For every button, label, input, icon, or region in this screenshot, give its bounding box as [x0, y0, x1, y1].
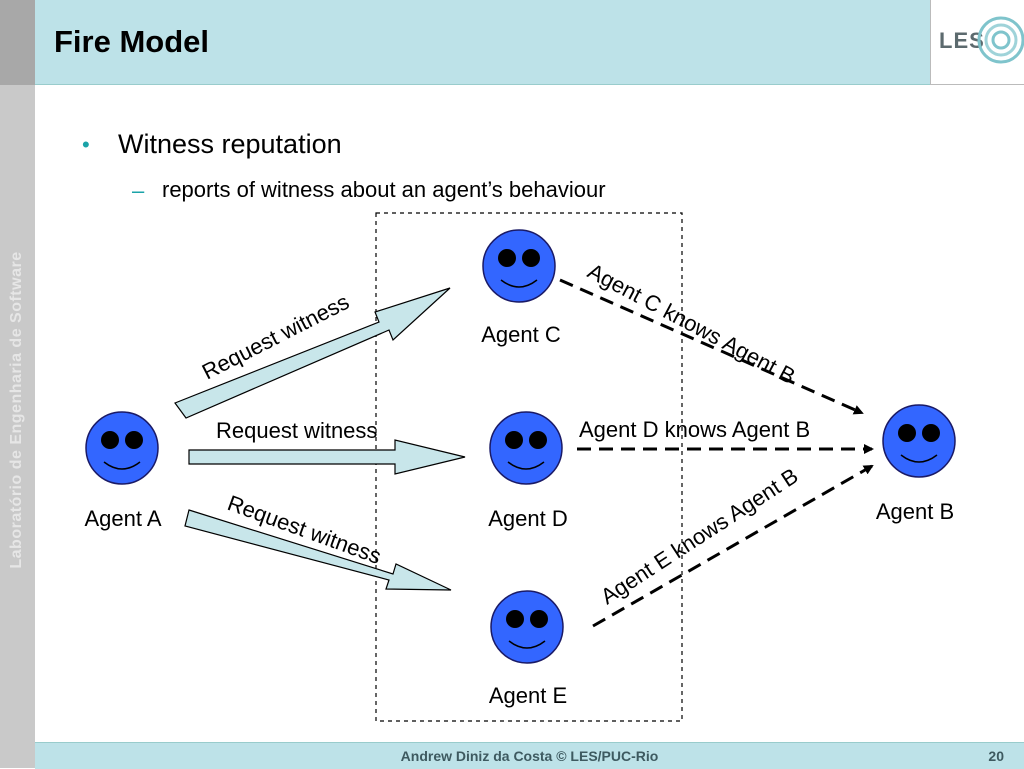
agent-c-smiley-icon — [482, 229, 556, 303]
bullet-dot: • — [82, 132, 90, 157]
request-arrow-to-d — [188, 439, 466, 475]
knows-arrow-e-to-b — [592, 464, 874, 628]
agent-e-label: Agent E — [489, 683, 567, 708]
knows-label-e: Agent E knows Agent B — [596, 463, 802, 609]
slide-footer: Andrew Diniz da Costa © LES/PUC-Rio 20 — [35, 742, 1024, 769]
sub-bullet-text: reports of witness about an agent’s beha… — [162, 177, 606, 202]
agent-e-smiley-icon — [490, 590, 564, 664]
knows-arrow-c-to-b — [559, 278, 864, 415]
request-arrow-to-c — [174, 287, 451, 419]
agent-a-label: Agent A — [84, 506, 161, 531]
request-arrow-to-e — [184, 509, 452, 591]
knows-label-c: Agent C knows Agent B — [584, 258, 800, 389]
agent-d-smiley-icon — [489, 411, 563, 485]
sub-bullet-dash: – — [132, 178, 145, 203]
logo-swirl-icon — [977, 16, 1024, 64]
bullet-text: Witness reputation — [118, 129, 342, 159]
knows-label-d: Agent D knows Agent B — [579, 417, 810, 442]
agent-b-smiley-icon — [882, 404, 956, 478]
les-logo: LES — [930, 0, 1024, 85]
witness-group-box — [375, 212, 683, 722]
page-number: 20 — [988, 748, 1004, 764]
footer-author: Andrew Diniz da Costa © LES/PUC-Rio — [400, 748, 659, 764]
slide-title: Fire Model — [54, 24, 210, 59]
slide-header — [35, 0, 930, 85]
request-label-d: Request witness — [216, 418, 377, 443]
agent-a-smiley-icon — [85, 411, 159, 485]
logo-text: LES — [939, 28, 985, 53]
sidebar-top-block — [0, 0, 35, 85]
agent-d-label: Agent D — [488, 506, 568, 531]
agent-c-label: Agent C — [481, 322, 561, 347]
left-sidebar — [0, 0, 35, 768]
agent-b-label: Agent B — [876, 499, 954, 524]
